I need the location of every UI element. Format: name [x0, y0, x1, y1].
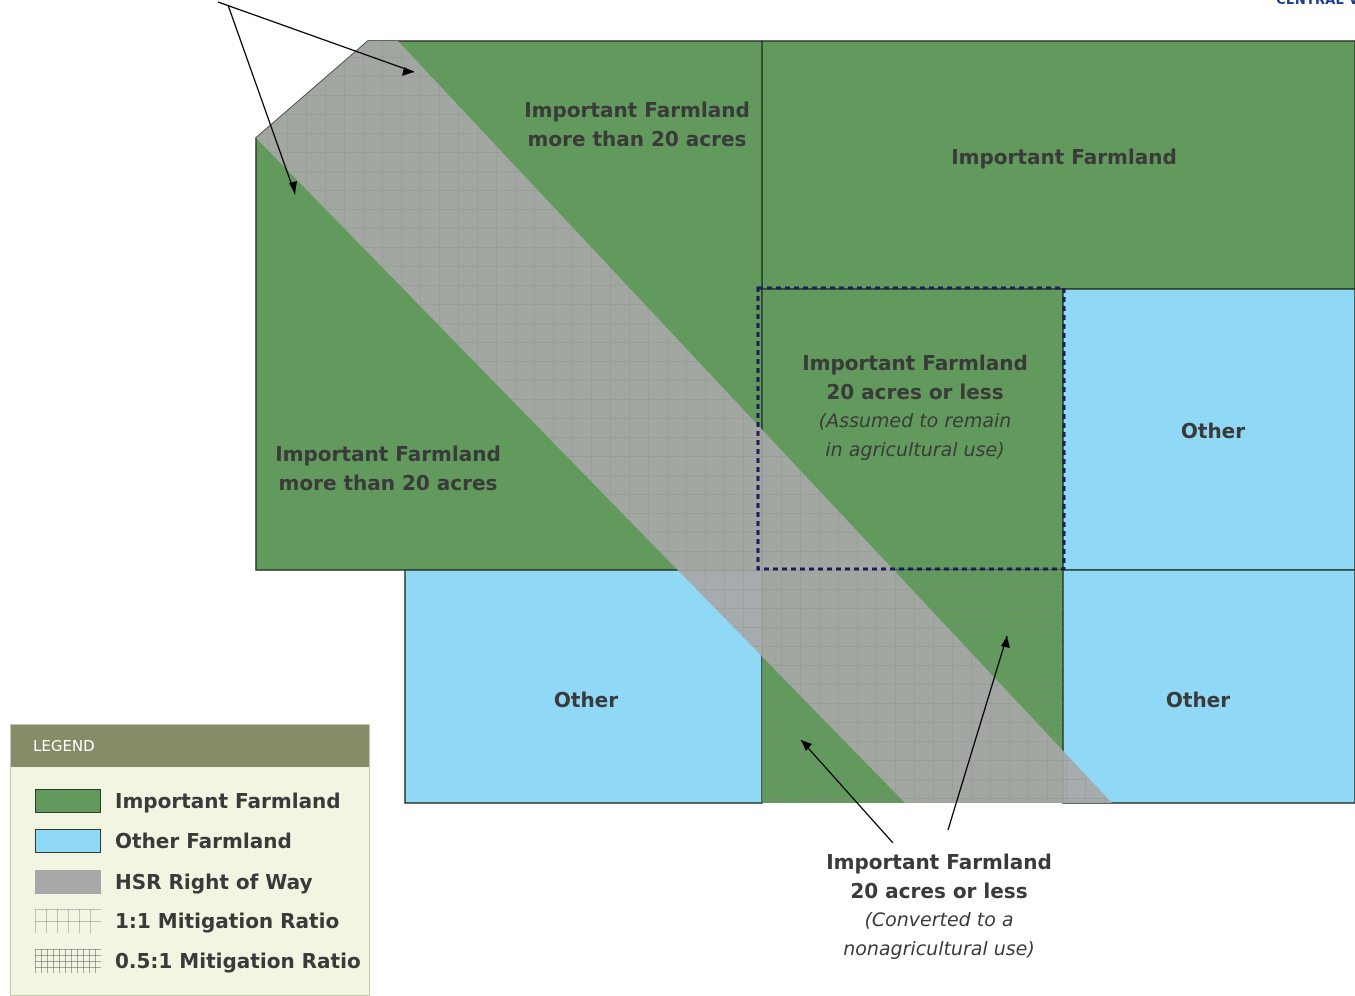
swatch-other-farmland	[35, 829, 101, 853]
document-header: CENTRAL V	[1276, 0, 1355, 8]
hsr-right-of-way-grid	[256, 41, 1112, 803]
parcel-other-right-upper	[1062, 288, 1355, 571]
label-farmland-left: Important Farmland more than 20 acres	[275, 442, 501, 495]
legend-item-other-farmland: Other Farmland	[35, 828, 292, 854]
swatch-important-farmland	[35, 789, 101, 813]
swatch-mitigation-0-5-1	[35, 949, 101, 973]
parcel-important-farmland-top-right	[761, 40, 1355, 290]
arrowheads	[289, 67, 1010, 751]
legend-title: LEGEND	[11, 725, 369, 767]
label-farmland-center: Important Farmland 20 acres or less (Ass…	[802, 351, 1028, 461]
legend-item-mitigation-1-1: 1:1 Mitigation Ratio	[35, 908, 339, 934]
parcel-other-bottom-left	[404, 569, 763, 804]
assumed-agricultural-boundary	[756, 286, 1066, 571]
label-other-bottom-right: Other	[1165, 688, 1231, 712]
parcel-other-bottom-right	[1062, 569, 1355, 804]
label-farmland-top-right: Important Farmland	[951, 145, 1177, 169]
label-farmland-top-center: Important Farmland more than 20 acres	[524, 98, 750, 151]
legend-item-mitigation-0-5-1: 0.5:1 Mitigation Ratio	[35, 948, 361, 974]
legend: LEGEND Important Farmland Other Farmland…	[10, 724, 370, 996]
label-other-right-upper: Other	[1180, 419, 1246, 443]
legend-item-important-farmland: Important Farmland	[35, 788, 341, 814]
label-other-bottom-left: Other	[553, 688, 619, 712]
legend-item-hsr-right-of-way: HSR Right of Way	[35, 869, 313, 895]
callout-arrows	[217, 1, 1008, 844]
label-callout-converted: Important Farmland 20 acres or less (Con…	[826, 850, 1052, 960]
swatch-mitigation-1-1	[35, 909, 101, 933]
swatch-hsr-right-of-way	[35, 870, 101, 894]
